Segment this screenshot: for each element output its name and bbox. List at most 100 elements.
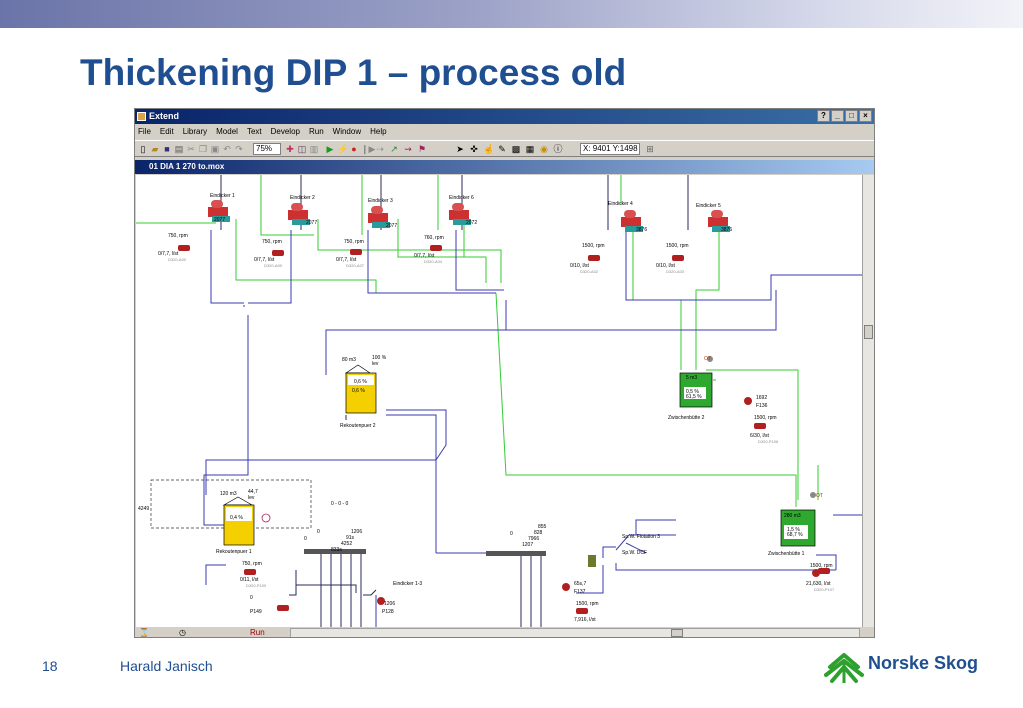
tank-1-name: Rekoutenpuer 1	[216, 549, 252, 555]
select-icon[interactable]: ✜	[470, 144, 478, 154]
tank-1-level-label: lev	[248, 495, 255, 501]
maximize-icon[interactable]: □	[845, 110, 858, 122]
run-icon[interactable]: ▶	[326, 144, 334, 154]
pump-p100-flow: 0/11, l/st	[240, 577, 259, 583]
connector-icon[interactable]: ↗	[390, 144, 398, 154]
thickener-5[interactable]: Eindicker 5 3876 1500, rpm 0/10, l/st D3…	[656, 203, 732, 274]
manifold-1[interactable]: 0 0 1206 91s 4252 833s	[304, 529, 366, 554]
grid-icon[interactable]: ⊞	[646, 144, 654, 154]
vertical-scrollbar[interactable]	[862, 175, 874, 627]
text-tool-icon[interactable]: ✎	[498, 144, 506, 154]
print-icon[interactable]: ▤	[174, 144, 184, 154]
pump-p149-id: P149	[250, 609, 262, 615]
thickener-1-flow: 0/7,7, l/st	[158, 251, 179, 257]
manifold-1-v5: 4252	[341, 541, 352, 547]
chest-1[interactable]: OT 280 m3 1,5 % 68,7 % Zwischenbütte 1 1…	[768, 492, 835, 592]
extend-window: Extend ? _ □ × File Edit Library Model T…	[134, 108, 875, 638]
clone-icon[interactable]: ◫	[297, 144, 307, 154]
minimize-icon[interactable]: _	[831, 110, 844, 122]
pointer-icon[interactable]: ➤	[456, 144, 464, 154]
hand-icon[interactable]: ☝	[483, 144, 495, 154]
notebook-icon[interactable]: ▥	[309, 144, 319, 154]
horizontal-scroll-thumb[interactable]	[671, 629, 683, 637]
thickener-3[interactable]: Eindicker 3 2077 750, rpm 0/7,7, l/st D3…	[336, 198, 397, 268]
horizontal-scrollbar[interactable]	[290, 628, 860, 637]
debug-icon[interactable]: ⚑	[417, 144, 427, 154]
thickener-1-name: Eindicker 1	[210, 193, 235, 199]
close-icon[interactable]: ×	[859, 110, 872, 122]
misc-value-2: 4249	[138, 506, 149, 512]
help-icon[interactable]: ?	[817, 110, 830, 122]
manifold-2-v1: 0	[510, 531, 513, 537]
menu-develop[interactable]: Develop	[270, 127, 300, 136]
window-titlebar[interactable]: Extend ? _ □ ×	[135, 109, 874, 124]
zoom-select[interactable]: 75%	[253, 143, 281, 155]
chest-2-volume: 5 m3	[686, 375, 697, 381]
undo-icon[interactable]: ↶	[223, 144, 231, 154]
tank-2-volume: 80 m3	[342, 357, 356, 363]
status-run-label: Run	[250, 628, 265, 637]
thickener-4[interactable]: Eindicker 4 3876 1500, rpm 0/10, l/st D3…	[570, 201, 647, 274]
menu-window[interactable]: Window	[332, 127, 362, 136]
zoom-icon[interactable]: ◉	[540, 144, 548, 154]
document-titlebar[interactable]: 01 DIA 1 270 to.mox	[135, 160, 874, 174]
thickener-6-value: 2072	[466, 220, 477, 226]
open-folder-icon[interactable]: ▰	[151, 144, 159, 154]
company-logo: Norske Skog	[822, 645, 1000, 685]
manifold-2-v2: 855	[538, 524, 547, 530]
pattern-icon[interactable]: ▦	[525, 144, 535, 154]
output-flotation-3[interactable]: Sp.W. Flotation 3 Sp.W. DCF	[588, 534, 660, 567]
model-canvas[interactable]: Eindicker 1 2077 750, rpm 0/7,7, l/st D3…	[136, 175, 862, 627]
tank-2[interactable]: 80 m3 100 % lev 0,6 % 0,6 % Rekoutenpuer…	[340, 355, 387, 429]
thickener-2-name: Eindicker 2	[290, 195, 315, 201]
paste-icon[interactable]: ▣	[210, 144, 220, 154]
thickener-6[interactable]: Eindicker 6 2072 760, rpm 0/7,7, l/st D3…	[414, 195, 477, 264]
pump-p137-flow: 7,916, l/st	[574, 617, 596, 623]
copy-icon[interactable]: ❐	[198, 144, 208, 154]
control-valve-icon[interactable]	[261, 513, 271, 523]
menu-model[interactable]: Model	[216, 127, 238, 136]
color-icon[interactable]: ▩	[511, 144, 521, 154]
thickener-3-flow: 0/7,7, l/st	[336, 257, 357, 263]
thickener-5-value: 3876	[721, 227, 732, 233]
menu-edit[interactable]: Edit	[159, 127, 174, 136]
thickener-1[interactable]: Eindicker 1 2077 750, rpm 0/7,7, l/st D3…	[158, 193, 235, 262]
vertical-scroll-thumb[interactable]	[864, 325, 873, 339]
manifold-1-v6: 833s	[331, 547, 342, 553]
menu-run[interactable]: Run	[308, 127, 324, 136]
manifold-1-v4: 91s	[346, 535, 355, 541]
thickener-4-code: D320-A02	[580, 269, 599, 274]
run-fast-icon[interactable]: ⚡	[337, 144, 349, 154]
clock-icon: ◷	[179, 628, 186, 637]
step-icon[interactable]: ❙▶	[361, 144, 376, 154]
animate-icon[interactable]: ⇢	[376, 144, 384, 154]
pump-p137-value: 65s,7	[574, 581, 586, 587]
header-band	[0, 0, 1023, 28]
menu-library[interactable]: Library	[182, 127, 208, 136]
pump-p128[interactable]: Eindicker 1-3 1206 P128	[377, 581, 422, 615]
output-dcf-label: Sp.W. DCF	[622, 550, 647, 556]
trace-icon[interactable]: ⇝	[404, 144, 412, 154]
pump-p100[interactable]: 750, rpm 0/11, l/st D320-P100	[240, 561, 267, 588]
slide-title: Thickening DIP 1 – process old	[80, 52, 627, 93]
manifold-2[interactable]: 0 855 828 7966 1207	[486, 524, 547, 556]
menu-bar: File Edit Library Model Text Develop Run…	[135, 125, 874, 139]
menu-text[interactable]: Text	[246, 127, 262, 136]
new-file-icon[interactable]: ▯	[140, 144, 146, 154]
chest-2[interactable]: OT 5 m3 0,5 % 61,5 % Zwischenbütte 2 169…	[668, 356, 779, 444]
manifold-1-v3: 1206	[351, 529, 362, 535]
add-block-icon[interactable]: ✚	[286, 144, 294, 154]
pump-p137[interactable]: 65s,7 F137 1500, rpm 7,916, l/st	[562, 581, 599, 623]
pump-p149[interactable]: 0 P149	[250, 595, 289, 615]
stop-icon[interactable]: ●	[351, 144, 357, 154]
redo-icon[interactable]: ↷	[235, 144, 243, 154]
cut-icon[interactable]: ✂	[187, 144, 195, 154]
menu-file[interactable]: File	[138, 127, 151, 136]
thickener-2-flow: 0/7,7, l/st	[254, 257, 275, 263]
thickener-2[interactable]: Eindicker 2 2077 750, rpm 0/7,7, l/st D3…	[254, 195, 317, 268]
window-title: Extend	[149, 111, 180, 121]
info-icon[interactable]: ⓘ	[553, 144, 563, 154]
tank-1[interactable]: 120 m3 44,7 lev 0,4 % Rekoutenpuer 1	[216, 489, 258, 555]
menu-help[interactable]: Help	[370, 127, 387, 136]
save-icon[interactable]: ■	[164, 144, 170, 154]
